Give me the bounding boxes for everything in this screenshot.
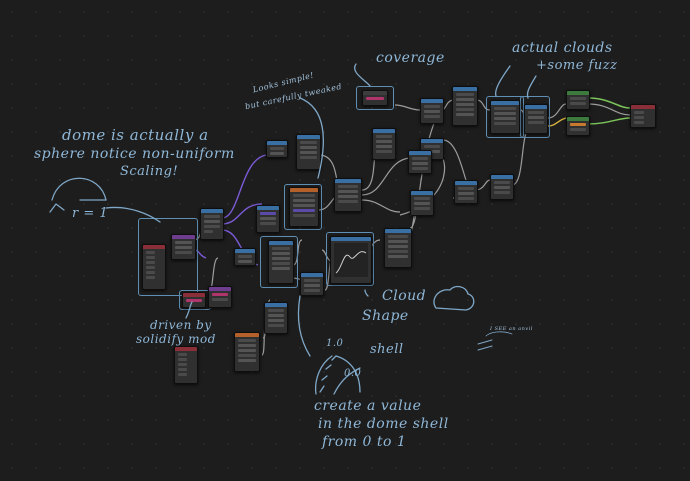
tweak-frame bbox=[284, 184, 322, 230]
clouds-frame-1 bbox=[486, 96, 524, 138]
dome-arrow-sketch bbox=[105, 206, 161, 223]
note-create-3: from 0 to 1 bbox=[322, 434, 407, 450]
cloud-shape-frame bbox=[326, 232, 374, 286]
note-driven-by-1: driven by bbox=[150, 318, 212, 332]
note-driven-by-2: solidify mod bbox=[136, 332, 216, 346]
math-node-h[interactable] bbox=[410, 190, 434, 216]
anvil-doodle bbox=[477, 339, 493, 351]
note-dome-line2: sphere notice non-uniform bbox=[34, 146, 235, 162]
material-output-node[interactable] bbox=[630, 104, 656, 128]
note-cloud-shape-1: Cloud bbox=[382, 288, 427, 304]
dome-arc-sketch bbox=[51, 177, 107, 201]
texture-coordinate-node[interactable] bbox=[142, 244, 166, 290]
looks-simple-arrow bbox=[299, 97, 324, 179]
attribute-node[interactable] bbox=[182, 292, 206, 308]
shell-arrow bbox=[297, 295, 311, 357]
math-node-j[interactable] bbox=[490, 174, 514, 200]
shell-math-node[interactable] bbox=[268, 240, 294, 284]
tiny-note-box bbox=[485, 331, 513, 337]
gauge-outer-arc bbox=[335, 355, 361, 393]
note-create-1: create a value bbox=[314, 398, 422, 414]
fuzz-math-node[interactable] bbox=[524, 104, 548, 134]
math-node-i[interactable] bbox=[454, 180, 478, 204]
gauge-arc bbox=[314, 355, 333, 395]
note-dome-line3: Scaling! bbox=[120, 164, 179, 179]
arrow-head-sketch bbox=[49, 203, 65, 213]
clouds-arrow-2 bbox=[526, 75, 537, 99]
curve-preview bbox=[335, 251, 367, 274]
math-node-d[interactable] bbox=[420, 98, 444, 124]
math-node-b[interactable] bbox=[296, 134, 321, 170]
math-node-c[interactable] bbox=[372, 128, 396, 160]
coord-node-2[interactable] bbox=[174, 346, 198, 384]
gauge-needle bbox=[333, 367, 361, 395]
math-node-f[interactable] bbox=[452, 86, 478, 126]
note-shell: shell bbox=[370, 342, 404, 357]
cloud-mix-node[interactable] bbox=[490, 100, 520, 134]
green-link-2 bbox=[587, 117, 631, 125]
gauge-ticks bbox=[319, 355, 337, 393]
emission-node[interactable] bbox=[566, 116, 590, 136]
solidify-value-node[interactable] bbox=[208, 286, 232, 308]
math-node-a[interactable] bbox=[266, 140, 288, 158]
orange-texture-node[interactable] bbox=[234, 332, 260, 372]
math-node-k[interactable] bbox=[384, 228, 412, 268]
note-gauge-top: 1.0 bbox=[326, 338, 344, 349]
note-coverage: coverage bbox=[376, 50, 445, 66]
coverage-arrow bbox=[354, 63, 371, 87]
note-actual-clouds-2: +some fuzz bbox=[536, 58, 618, 73]
combine-node[interactable] bbox=[334, 178, 362, 212]
shell-frame bbox=[260, 236, 298, 288]
gradient-node[interactable] bbox=[256, 205, 280, 233]
note-create-2: in the dome shell bbox=[318, 416, 449, 432]
note-radius: r = 1 bbox=[72, 206, 109, 221]
clouds-arrow-1 bbox=[494, 65, 511, 97]
note-gauge-bottom: 0.0 bbox=[344, 368, 362, 379]
reroute-math-node[interactable] bbox=[234, 248, 256, 266]
mapping-node[interactable] bbox=[171, 234, 196, 260]
clouds-frame-2 bbox=[520, 96, 550, 138]
green-link bbox=[587, 97, 631, 109]
volume-shader-node[interactable] bbox=[566, 90, 590, 110]
note-tiny: I SEE an anvil bbox=[490, 326, 533, 332]
vector-math-node[interactable] bbox=[200, 208, 224, 240]
solidify-arrow bbox=[185, 301, 193, 319]
note-actual-clouds-1: actual clouds bbox=[512, 40, 613, 56]
math-node-l[interactable] bbox=[264, 302, 288, 334]
math-node-g[interactable] bbox=[408, 150, 432, 174]
cloud-shape-tick bbox=[364, 289, 369, 297]
map-range-node[interactable] bbox=[300, 272, 324, 296]
coverage-frame bbox=[356, 86, 394, 110]
noise-texture-node[interactable] bbox=[289, 187, 319, 227]
coverage-node[interactable] bbox=[362, 90, 388, 106]
cloud-doodle bbox=[433, 285, 475, 311]
dome-frame bbox=[138, 218, 198, 296]
note-cloud-shape-2: Shape bbox=[362, 308, 409, 324]
float-curve-node[interactable] bbox=[330, 236, 372, 284]
note-dome-line1: dome is actually a bbox=[62, 126, 209, 144]
